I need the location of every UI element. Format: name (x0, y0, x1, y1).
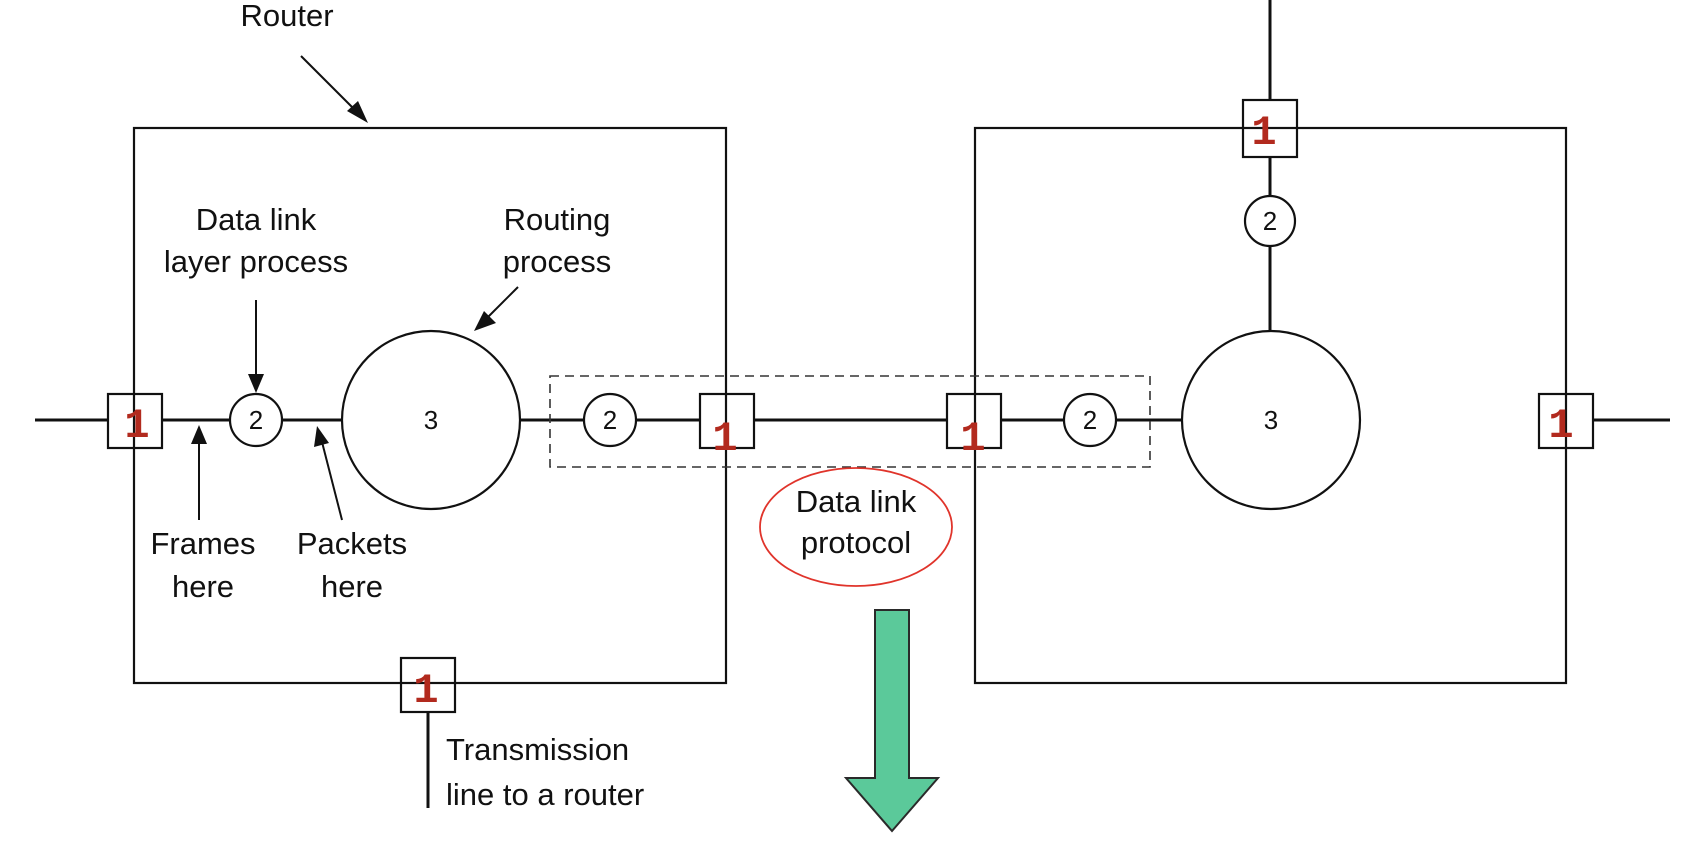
down-arrow-icon (843, 609, 941, 833)
routing-process-label-line1: Routing (504, 202, 611, 237)
right-router-box (973, 126, 1568, 685)
routing-process-label-line2: process (503, 244, 612, 279)
left-routing-circle (340, 329, 522, 511)
packets-arrow (314, 426, 343, 521)
svg-text:1: 1 (413, 667, 438, 715)
data-link-label-3: 2 (1083, 405, 1097, 435)
left-router-box (132, 126, 728, 685)
svg-text:1: 1 (124, 402, 149, 450)
physical-box-right-edge: 1 (1537, 392, 1595, 450)
router-arrow (300, 55, 368, 123)
frames-arrow (191, 425, 207, 520)
frames-here-label-line2: here (172, 569, 234, 604)
data-link-label-2: 2 (603, 405, 617, 435)
router-label: Router (240, 0, 333, 33)
svg-text:1: 1 (1548, 402, 1573, 450)
svg-text:1: 1 (1251, 109, 1276, 157)
protocol-highlight-ellipse (759, 467, 953, 587)
physical-box-left-edge: 1 (106, 392, 164, 450)
data-link-process-label-line1: Data link (196, 202, 317, 237)
routing-process-arrow (474, 286, 519, 331)
data-link-circle-4 (1243, 194, 1297, 248)
physical-box-left-bottom: 1 (399, 656, 457, 715)
svg-text:1: 1 (712, 415, 737, 463)
data-link-circle-1 (228, 392, 284, 448)
svg-text:1: 1 (960, 415, 985, 463)
data-link-protocol-label-line1: Data link (796, 484, 917, 519)
packets-here-label-line1: Packets (297, 526, 407, 561)
data-link-circle-2 (582, 392, 638, 448)
physical-box-right-left-edge: 1 (945, 392, 1003, 463)
data-link-protocol-label-line2: protocol (801, 525, 911, 560)
left-routing-label: 3 (424, 405, 438, 435)
transmission-line-label-line1: Transmission (446, 732, 629, 767)
data-link-process-label-line2: layer process (164, 244, 348, 279)
data-link-label-1: 2 (249, 405, 263, 435)
frames-here-label-line1: Frames (150, 526, 255, 561)
protocol-dashed-box (549, 375, 1151, 468)
data-link-process-arrow (248, 300, 264, 393)
packets-here-label-line2: here (321, 569, 383, 604)
data-link-circle-3 (1062, 392, 1118, 448)
physical-box-left-right-edge: 1 (698, 392, 756, 463)
right-routing-circle (1180, 329, 1362, 511)
right-routing-label: 3 (1264, 405, 1278, 435)
data-link-label-4: 2 (1263, 206, 1277, 236)
transmission-line-label-line2: line to a router (446, 777, 644, 812)
physical-box-right-top: 1 (1241, 98, 1299, 159)
